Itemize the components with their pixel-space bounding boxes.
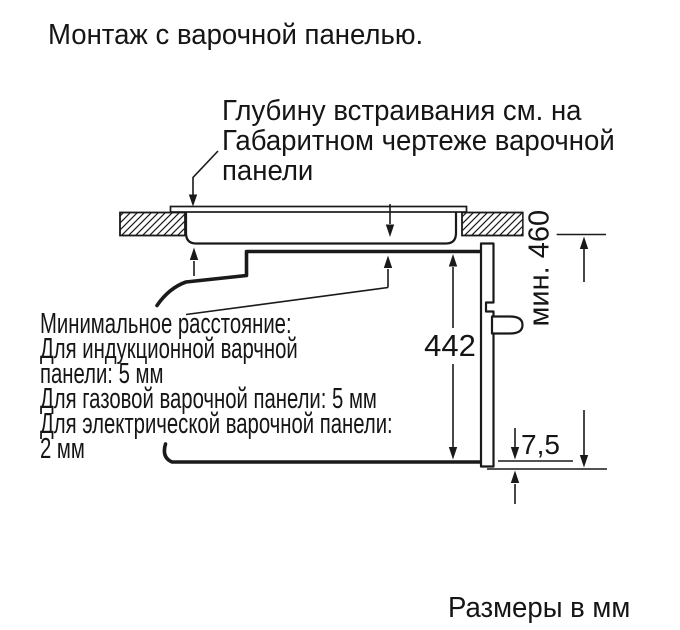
worktop-hatch-left	[119, 211, 186, 237]
hob-tub	[184, 208, 458, 245]
units-note: Размеры в мм	[448, 592, 631, 624]
dim-442-label: 442	[422, 328, 478, 364]
hob-depth-note-line: Глубину встраивания см. на	[222, 95, 582, 127]
min-gap-right-arrow-up-icon	[383, 255, 393, 268]
dimension-lines	[185, 150, 607, 504]
oven-door-handle	[490, 315, 524, 335]
note-leader-line	[192, 150, 219, 196]
oven-door-front	[479, 242, 495, 468]
hob-rim	[169, 205, 468, 213]
hob-depth-arrow-down-icon	[385, 224, 395, 237]
note-arrow-down-icon	[188, 194, 198, 207]
dim-460-arrow-down-icon	[579, 455, 589, 468]
dim-442-arrow-up-icon	[448, 254, 458, 267]
worktop-hatch-right	[461, 211, 524, 237]
dim-460-label: мин. 460	[523, 207, 557, 329]
hob-depth-note-line: Габаритном чертеже варочной	[222, 125, 615, 157]
min-distance-note: Минимальное расстояние: Для индукционной…	[40, 308, 393, 465]
oven-bottom-outline	[162, 442, 483, 464]
min-gap-leader-line	[185, 286, 389, 316]
min-distance-line: Для электрической варочной панели:	[40, 408, 393, 440]
oven-top-outline	[155, 249, 482, 308]
worktop	[119, 211, 524, 237]
min-distance-line: Для индукционной варчной	[40, 333, 298, 365]
dim-75-arrow-up-icon	[510, 470, 520, 483]
min-distance-line: Для газовой варочной панели: 5 мм	[40, 383, 377, 415]
dim-442-arrow-down-icon	[448, 447, 458, 460]
dim-75-label: 7,5	[521, 429, 560, 460]
min-distance-line: панели: 5 мм	[40, 358, 164, 390]
dim-460-arrow-up-icon	[579, 236, 589, 249]
hob-depth-note-line: панели	[222, 155, 314, 187]
min-distance-line: 2 мм	[40, 433, 85, 465]
oven-body	[155, 242, 524, 468]
min-distance-line: Минимальное расстояние:	[40, 308, 292, 340]
min-gap-left-arrow-up-icon	[189, 247, 199, 260]
hob-depth-note: Глубину встраивания см. на Габаритном че…	[222, 96, 615, 186]
dim-75-arrow-down-icon	[510, 447, 520, 460]
page-title: Монтаж с варочной панелью.	[48, 19, 424, 51]
hob-panel	[169, 205, 468, 245]
